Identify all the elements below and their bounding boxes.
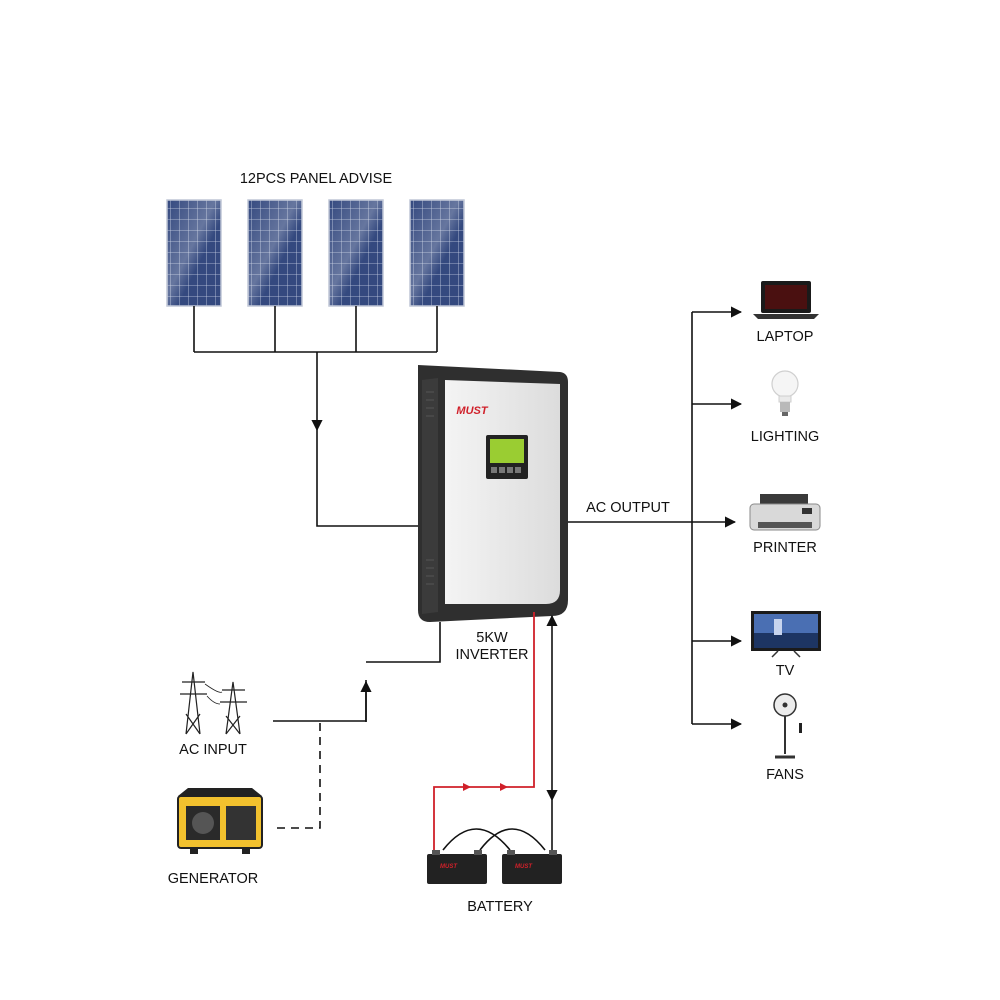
printer-icon: [749, 494, 821, 531]
ac-output-wiring: [568, 306, 743, 730]
solar-panel: [166, 199, 222, 307]
ac-input-wiring: [273, 622, 441, 829]
fan-icon: [773, 693, 802, 759]
load-label-laptop: LAPTOP: [757, 329, 814, 345]
tv-icon: [751, 611, 821, 658]
inverter-label-line2: INVERTER: [455, 647, 528, 663]
battery-icon: MUST: [427, 850, 487, 884]
battery-brand: MUST: [515, 864, 533, 870]
power-tower-icon: [180, 671, 247, 735]
inverter: MUST: [418, 365, 568, 622]
load-label-printer: PRINTER: [753, 540, 817, 556]
load-label-tv: TV: [776, 663, 795, 679]
battery-brand: MUST: [440, 864, 458, 870]
solar-panel: [409, 199, 465, 307]
solar-panel: [328, 199, 384, 307]
inverter-brand-logo: MUST: [456, 405, 488, 417]
ac-input-label: AC INPUT: [179, 742, 247, 758]
battery-label: BATTERY: [467, 899, 533, 915]
vent-slots: [426, 391, 434, 585]
battery-wiring: [433, 612, 558, 852]
lightbulb-icon: [771, 370, 799, 416]
inverter-label-line1: 5KW: [476, 630, 508, 646]
inverter-buttons: [491, 467, 521, 473]
lcd-screen: [490, 439, 524, 463]
battery-icon: MUST: [502, 850, 562, 884]
load-label-fans: FANS: [766, 767, 804, 783]
solar-panel: [247, 199, 303, 307]
panel-title: 12PCS PANEL ADVISE: [240, 171, 393, 187]
ac-output-label: AC OUTPUT: [586, 500, 670, 516]
panel-wiring: [193, 306, 438, 527]
load-label-lighting: LIGHTING: [751, 429, 819, 445]
generator-label: GENERATOR: [168, 871, 259, 887]
laptop-icon: [753, 281, 819, 319]
solar-panel-array: [166, 199, 465, 307]
generator-icon: [177, 788, 263, 854]
